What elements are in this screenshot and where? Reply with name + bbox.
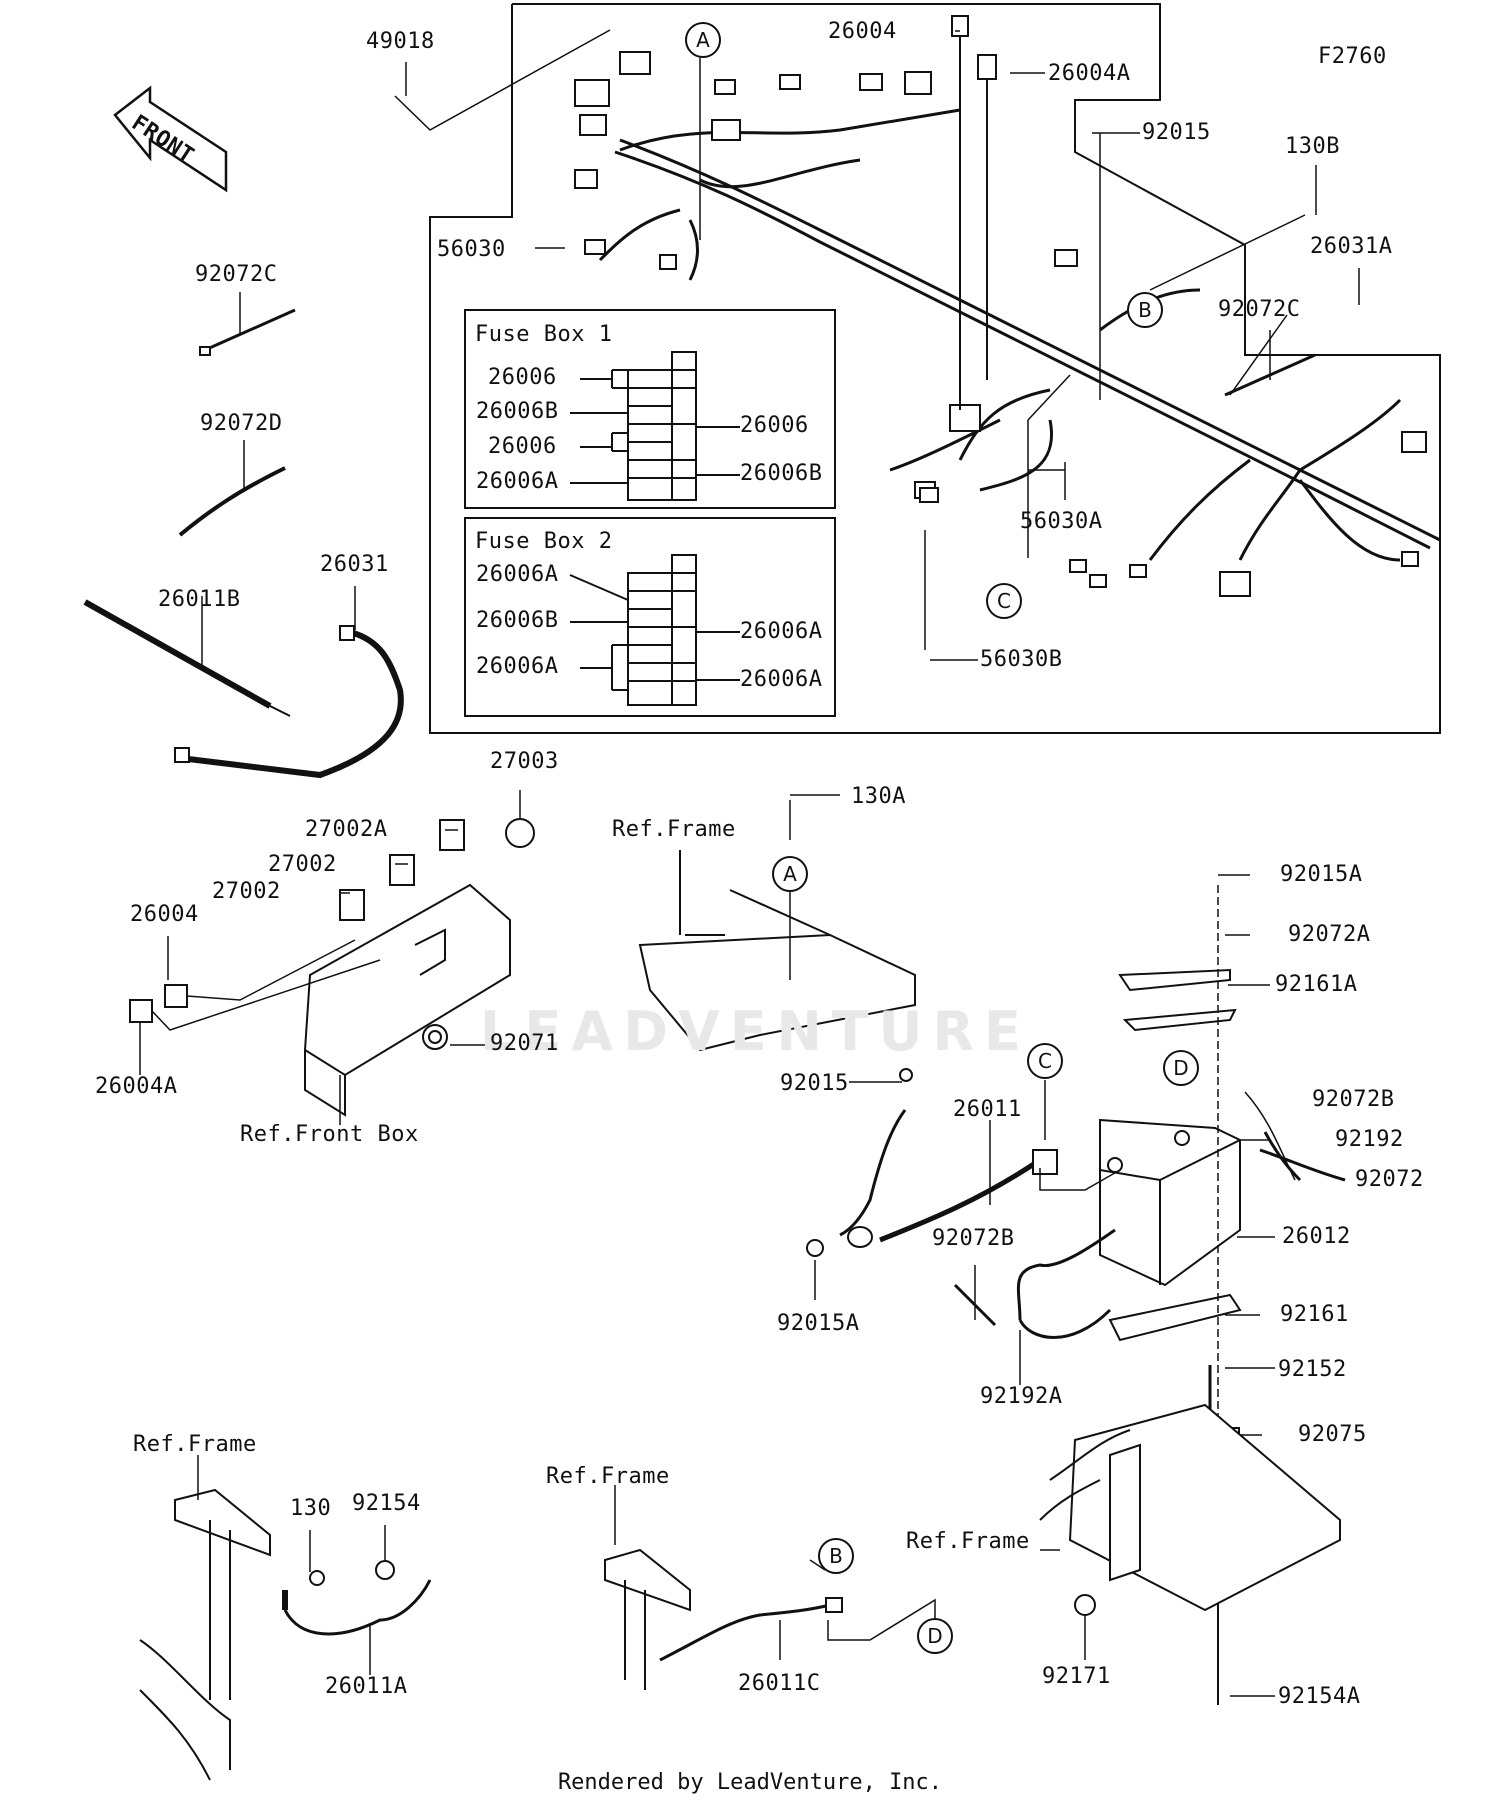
figure-code: F2760 bbox=[1318, 44, 1387, 69]
ref-frame-lower-right-label: Ref.Frame bbox=[906, 1529, 1030, 1554]
front-arrow-shape bbox=[113, 85, 228, 193]
part-92075[interactable]: 92075 bbox=[1298, 1422, 1367, 1447]
part-92152[interactable]: 92152 bbox=[1278, 1357, 1347, 1382]
harness-connectors bbox=[574, 51, 1427, 597]
part-130[interactable]: 130 bbox=[290, 1496, 332, 1521]
ref-frame-lower-middle-label: Ref.Frame bbox=[546, 1464, 670, 1489]
part-130a[interactable]: 130A bbox=[851, 784, 906, 809]
callout-c-top: C bbox=[986, 583, 1022, 619]
ref-frame-lower-middle bbox=[604, 1485, 936, 1690]
fuse-box-2-right-1: 26006A bbox=[740, 619, 823, 644]
part-56030a[interactable]: 56030A bbox=[1020, 509, 1103, 534]
fuse-box-1-left-1: 26006 bbox=[488, 365, 557, 390]
watermark: LEADVENTURE bbox=[480, 1000, 1031, 1063]
relay-26004a-top bbox=[977, 54, 997, 80]
fuse-box-2-title: Fuse Box 2 bbox=[475, 529, 613, 554]
callout-a-mid: A bbox=[772, 856, 808, 892]
part-26012[interactable]: 26012 bbox=[1282, 1224, 1351, 1249]
part-92015-top[interactable]: 92015 bbox=[1142, 120, 1211, 145]
cable-26031 bbox=[179, 629, 404, 779]
ref-frame-lower-left-label: Ref.Frame bbox=[133, 1432, 257, 1457]
callout-d-mid: D bbox=[1163, 1050, 1199, 1086]
callout-c-mid: C bbox=[1027, 1043, 1063, 1079]
part-26004-top[interactable]: 26004 bbox=[828, 19, 897, 44]
fuse-box-2-left-1: 26006A bbox=[476, 562, 559, 587]
cable-26011 bbox=[806, 1068, 1121, 1385]
fuse-box-1-right-1: 26006 bbox=[740, 413, 809, 438]
relay-26004-top bbox=[951, 15, 969, 37]
ref-frame-middle-label: Ref.Frame bbox=[612, 817, 736, 842]
part-26004a-top[interactable]: 26004A bbox=[1048, 61, 1131, 86]
cable-tie-92072c-left bbox=[204, 308, 296, 352]
ref-frame-lower-left bbox=[139, 1455, 432, 1781]
part-92072c-right[interactable]: 92072C bbox=[1218, 297, 1301, 322]
part-92072a[interactable]: 92072A bbox=[1288, 922, 1371, 947]
callout-d-low: D bbox=[917, 1618, 953, 1654]
part-26011c[interactable]: 26011C bbox=[738, 1671, 821, 1696]
front-box-assembly bbox=[129, 790, 535, 1125]
fuse-box-1-right-2: 26006B bbox=[740, 461, 823, 486]
cable-26011b bbox=[83, 596, 291, 717]
main-harness bbox=[598, 108, 1441, 562]
part-92171[interactable]: 92171 bbox=[1042, 1664, 1111, 1689]
fuse-box-1-left-2: 26006B bbox=[476, 399, 559, 424]
part-92072[interactable]: 92072 bbox=[1355, 1167, 1424, 1192]
battery-tray bbox=[1039, 1403, 1341, 1660]
fuse-box-2-right-2: 26006A bbox=[740, 667, 823, 692]
callout-a-top: A bbox=[685, 22, 721, 58]
fuse-box-1-title: Fuse Box 1 bbox=[475, 322, 613, 347]
part-92154[interactable]: 92154 bbox=[352, 1491, 421, 1516]
fuse-box-1-left-4: 26006A bbox=[476, 469, 559, 494]
cable-92072d bbox=[178, 466, 286, 537]
part-26004[interactable]: 26004 bbox=[130, 902, 199, 927]
part-26011[interactable]: 26011 bbox=[953, 1097, 1022, 1122]
part-27003[interactable]: 27003 bbox=[490, 749, 559, 774]
part-26031[interactable]: 26031 bbox=[320, 552, 389, 577]
part-56030[interactable]: 56030 bbox=[437, 237, 506, 262]
fuse-block-1-shape bbox=[570, 351, 740, 501]
part-92154a[interactable]: 92154A bbox=[1278, 1684, 1361, 1709]
part-56030b[interactable]: 56030B bbox=[980, 647, 1063, 672]
part-92072b-right[interactable]: 92072B bbox=[1312, 1087, 1395, 1112]
fuse-box-2-left-3: 26006A bbox=[476, 654, 559, 679]
part-27002a[interactable]: 27002A bbox=[305, 817, 388, 842]
part-26011b[interactable]: 26011B bbox=[158, 587, 241, 612]
fuse-box-1-frame bbox=[464, 309, 836, 509]
part-92161a[interactable]: 92161A bbox=[1275, 972, 1358, 997]
callout-b-top: B bbox=[1127, 292, 1163, 328]
part-27002-2[interactable]: 27002 bbox=[212, 879, 281, 904]
harness-enclosure bbox=[429, 3, 1441, 734]
part-26031a[interactable]: 26031A bbox=[1310, 234, 1393, 259]
footer-credit: Rendered by LeadVenture, Inc. bbox=[557, 1770, 943, 1795]
part-27002-1[interactable]: 27002 bbox=[268, 852, 337, 877]
part-26011a[interactable]: 26011A bbox=[325, 1674, 408, 1699]
ref-frame-middle bbox=[638, 794, 916, 1052]
part-130b[interactable]: 130B bbox=[1285, 134, 1340, 159]
fuse-box-2-left-2: 26006B bbox=[476, 608, 559, 633]
callout-b-low: B bbox=[818, 1538, 854, 1574]
part-92192a[interactable]: 92192A bbox=[980, 1384, 1063, 1409]
fuse-box-1-left-3: 26006 bbox=[488, 434, 557, 459]
fuse-box-2-frame bbox=[464, 517, 836, 717]
part-92192[interactable]: 92192 bbox=[1335, 1127, 1404, 1152]
part-92015-mid[interactable]: 92015 bbox=[780, 1071, 849, 1096]
ref-front-box-label: Ref.Front Box bbox=[240, 1122, 419, 1147]
part-92015a-top[interactable]: 92015A bbox=[1280, 862, 1363, 887]
part-49018[interactable]: 49018 bbox=[366, 29, 435, 54]
part-92072b-mid[interactable]: 92072B bbox=[932, 1226, 1015, 1251]
part-92071[interactable]: 92071 bbox=[490, 1031, 559, 1056]
leader-lines bbox=[394, 29, 1360, 661]
part-92161[interactable]: 92161 bbox=[1280, 1302, 1349, 1327]
part-92072c-left[interactable]: 92072C bbox=[195, 262, 278, 287]
part-26004a[interactable]: 26004A bbox=[95, 1074, 178, 1099]
fuse-block-2-shape bbox=[569, 554, 740, 706]
part-92072d[interactable]: 92072D bbox=[200, 411, 283, 436]
part-92015a-mid[interactable]: 92015A bbox=[777, 1311, 860, 1336]
